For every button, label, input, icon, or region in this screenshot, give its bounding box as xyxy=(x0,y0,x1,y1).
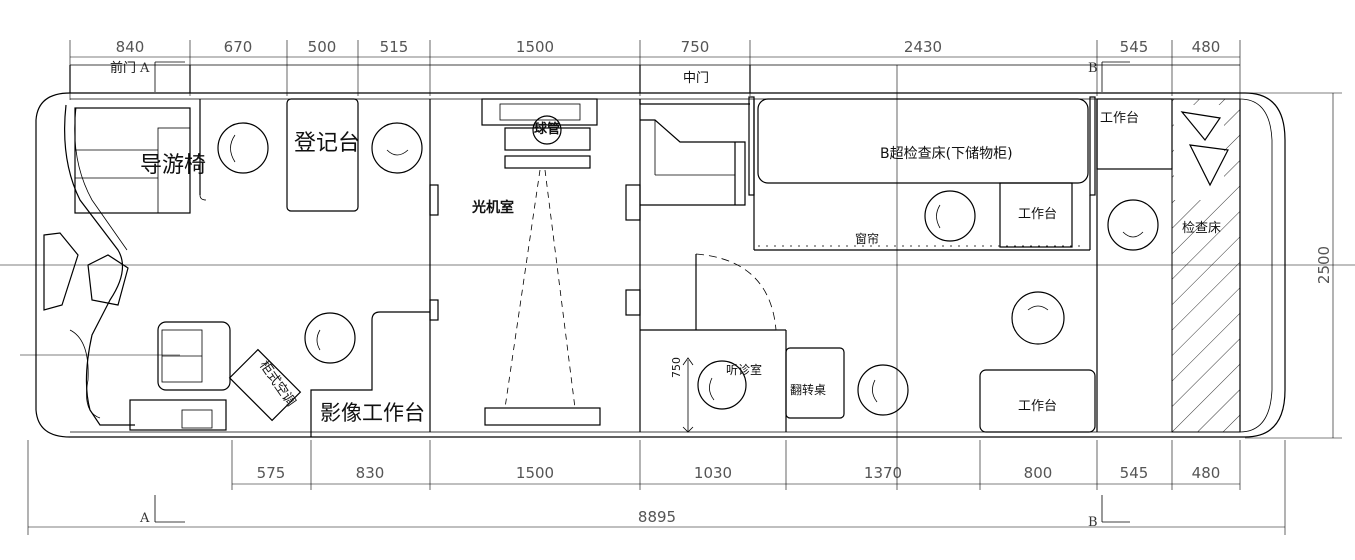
dim-top-5: 1500 xyxy=(516,38,554,56)
xray-room-label: 光机室 xyxy=(471,199,514,216)
auscultation-room-label: 听诊室 xyxy=(726,362,762,377)
top-dimension-chain xyxy=(69,40,1241,100)
dim-bottom-5: 1370 xyxy=(864,464,902,482)
registration-desk-label: 登记台 xyxy=(294,131,360,156)
driver-seat xyxy=(129,321,231,431)
dim-bottom-8: 480 xyxy=(1192,464,1221,482)
guide-seat-label: 导游椅 xyxy=(140,153,206,178)
section-a-bottom-label: A xyxy=(139,511,150,526)
workbench-2-label: 工作台 xyxy=(1100,111,1139,126)
dim-bottom-2: 830 xyxy=(356,464,385,482)
section-mark-b-bottom xyxy=(1101,495,1130,523)
dim-bottom-7: 545 xyxy=(1120,464,1149,482)
section-mark-a-top xyxy=(154,61,185,92)
front-door xyxy=(69,64,191,93)
bottom-dimension-chain xyxy=(231,440,1241,490)
door-width-label: 750 xyxy=(670,357,683,378)
imaging-desk-label: 影像工作台 xyxy=(320,401,425,425)
overall-dimension xyxy=(27,440,1286,535)
dim-total: 8895 xyxy=(638,508,676,526)
xray-room xyxy=(429,98,641,432)
dim-top-3: 500 xyxy=(308,38,337,56)
dim-bottom-1: 575 xyxy=(257,464,286,482)
door-steps xyxy=(639,99,750,206)
dim-bottom-6: 800 xyxy=(1024,464,1053,482)
dim-bottom-4: 1030 xyxy=(694,464,732,482)
dim-top-6: 750 xyxy=(681,38,710,56)
dim-top-8: 545 xyxy=(1120,38,1149,56)
exam-bed xyxy=(1171,98,1241,433)
section-a-top-label: A xyxy=(139,61,150,76)
workbench-1-label: 工作台 xyxy=(1018,207,1057,222)
section-b-bottom-label: B xyxy=(1088,515,1098,530)
dim-top-4: 515 xyxy=(380,38,409,56)
front-door-label: 前门 xyxy=(110,60,136,76)
middle-door xyxy=(190,64,1240,93)
guide-seat xyxy=(74,99,207,214)
dim-top-9: 480 xyxy=(1192,38,1221,56)
window-label: 窗帘 xyxy=(855,231,879,246)
section-b-top-label: B xyxy=(1088,61,1098,76)
tube-label: 球管 xyxy=(534,121,560,137)
right-dimension xyxy=(1245,92,1342,439)
registration-area xyxy=(217,98,430,437)
dim-top-7: 2430 xyxy=(904,38,942,56)
dim-top-2: 670 xyxy=(224,38,253,56)
dim-top-1: 840 xyxy=(116,38,145,56)
middle-door-label: 中门 xyxy=(683,71,709,86)
cabinet-ac xyxy=(228,348,302,422)
exam-bed-label: 检查床 xyxy=(1182,221,1221,236)
workbench-3-label: 工作台 xyxy=(1018,399,1057,414)
dim-bottom-3: 1500 xyxy=(516,464,554,482)
exam-bed-storage-label: B超检查床(下储物柜) xyxy=(880,146,1013,162)
flip-table-label: 翻转桌 xyxy=(790,382,826,397)
section-mark-a-bottom xyxy=(154,495,185,523)
section-mark-b-top xyxy=(1101,61,1130,92)
auscultation-room xyxy=(639,253,909,433)
ultrasound-area xyxy=(748,96,1173,433)
